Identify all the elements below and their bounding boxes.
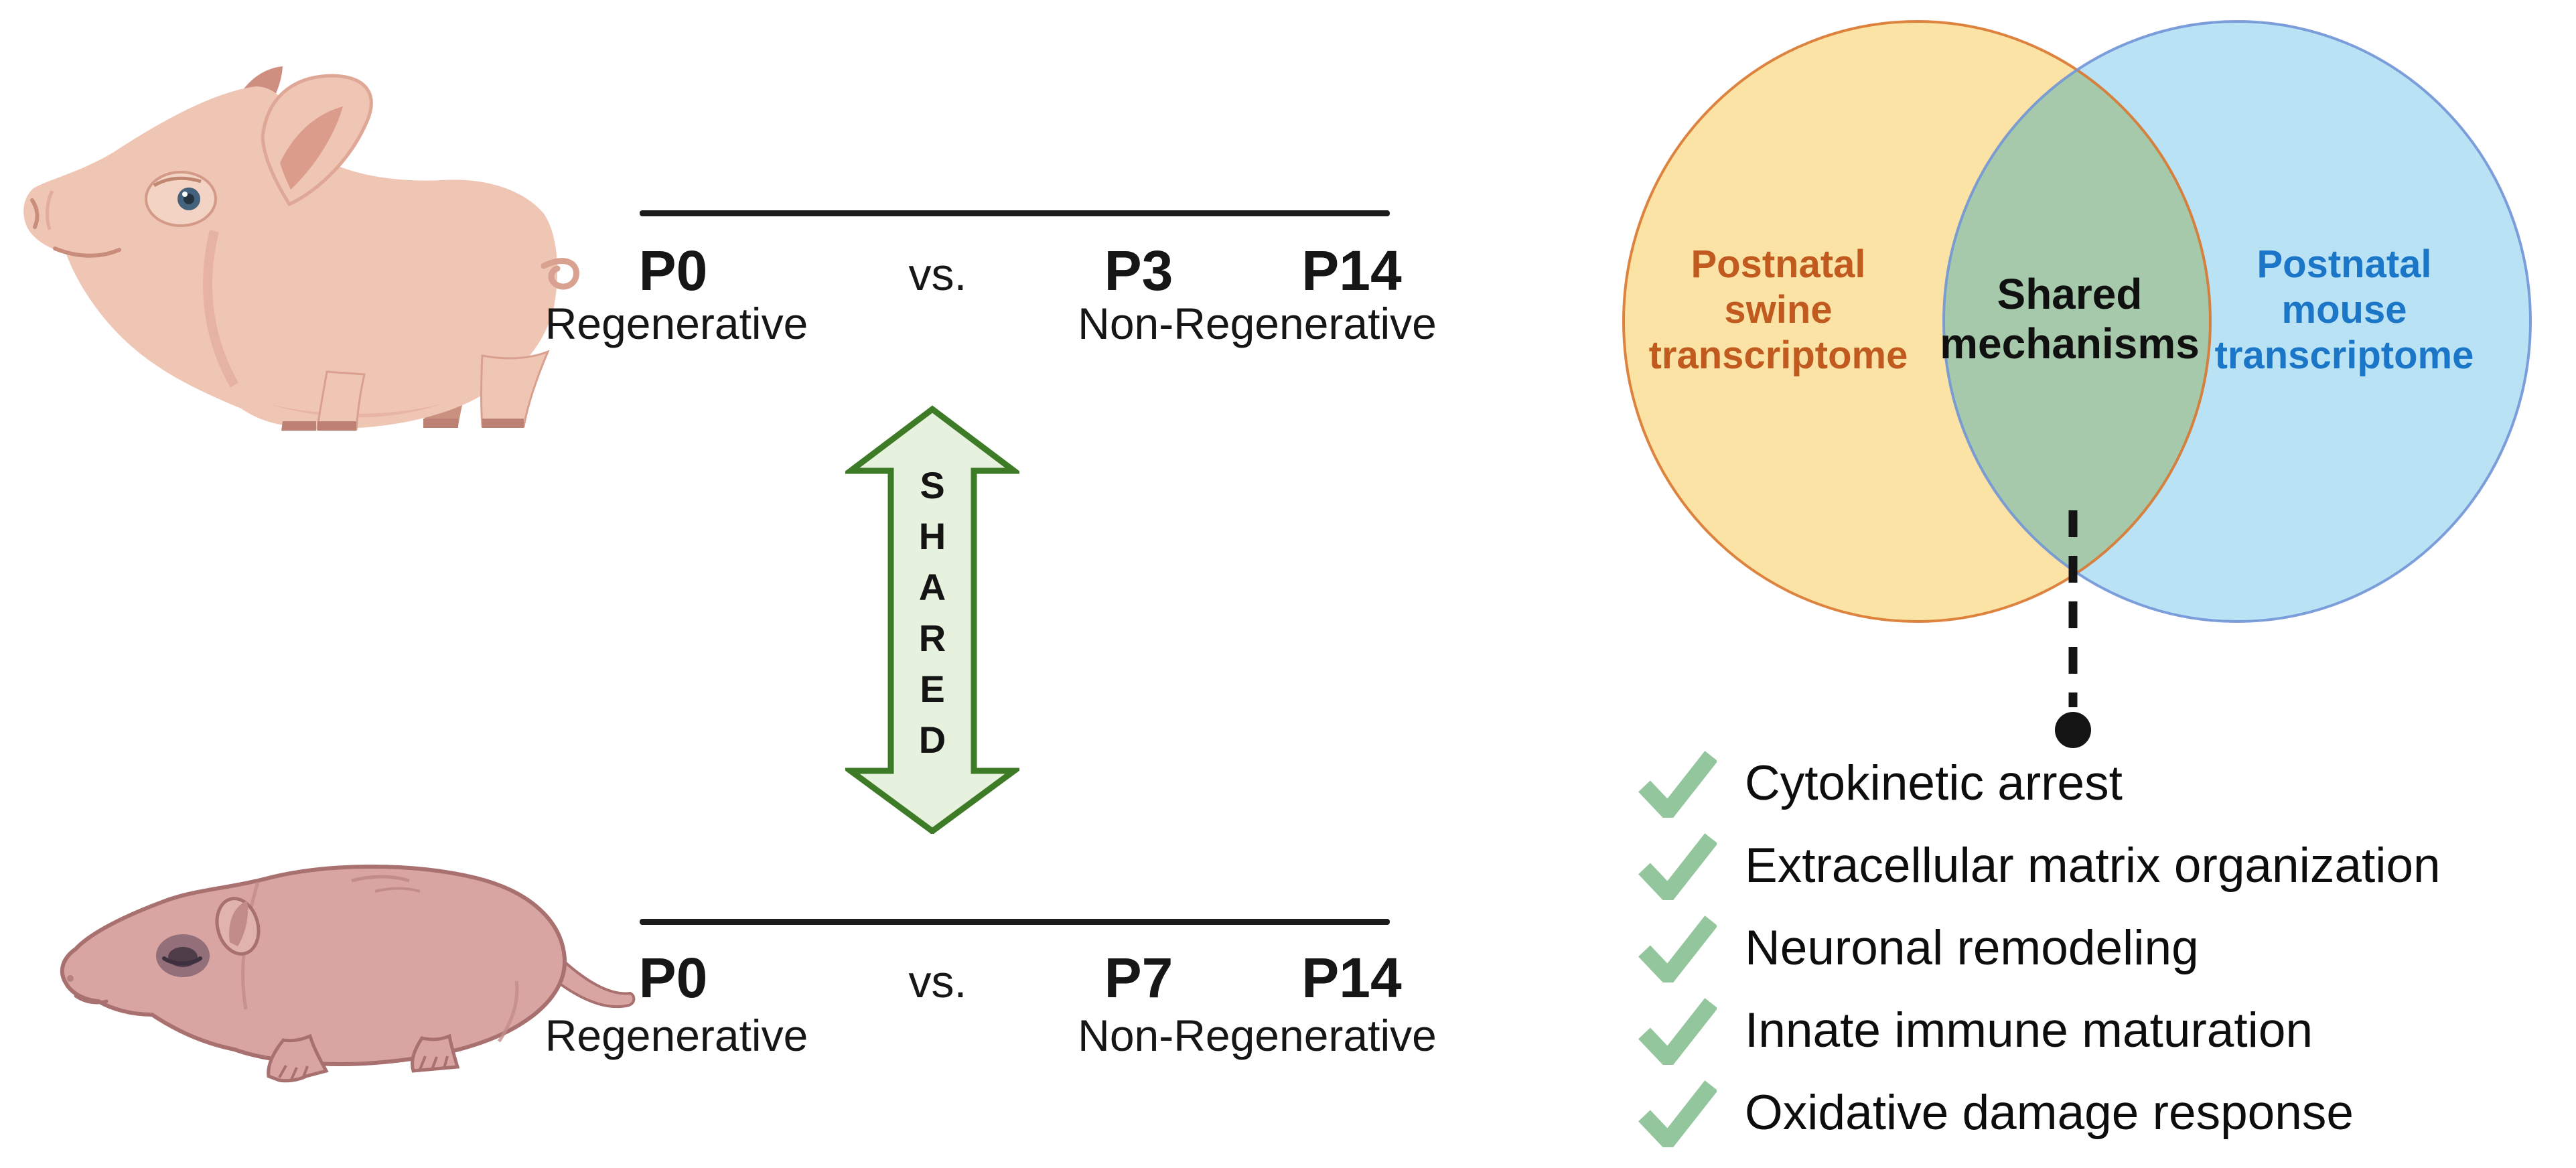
swine-comparison-rule [640,210,1390,216]
venn-swine-label: Postnatal swine transcriptome [1648,242,1908,377]
pig-hoof [281,421,316,431]
pig-eyelid-line [153,176,202,188]
list-item-label: Innate immune maturation [1745,1003,2313,1057]
checkmark-icon [1638,832,1717,900]
list-item-label: Oxidative damage response [1745,1086,2354,1140]
venn-mouse-label: Postnatal mouse transcriptome [2214,242,2474,377]
mouse-comparison-rule [640,919,1390,925]
pig-hoof [317,421,356,431]
shared-arrow-word: S H A R E D [889,467,976,759]
pig-body [23,86,558,429]
list-item: Cytokinetic arrest [1638,742,2575,824]
mouse-mouth-line [74,994,109,1005]
shared-letter: R [918,617,946,659]
checkmark-icon [1638,915,1717,982]
swine-timepoint-p3: P3 [1104,239,1173,302]
mouse-back-fold [351,875,410,883]
swine-non-regenerative-label: Non-Regenerative [1078,299,1437,348]
list-item: Extracellular matrix organization [1638,824,2575,907]
list-item-label: Cytokinetic arrest [1745,756,2123,810]
mouse-timepoint-p7: P7 [1104,946,1173,1009]
mouse-ear-inner [229,901,248,946]
pig-snout-crease [46,190,54,230]
mouse-back-fold [374,887,421,893]
list-item-label: Neuronal remodeling [1745,921,2199,975]
venn-shared-label: Shared mechanisms [1940,270,2200,368]
pig-nostril-line [30,198,40,229]
checkmark-icon [1638,1080,1717,1147]
shared-letter: S [920,464,945,506]
pig-belly-shade [268,404,442,418]
pig-near-front-leg [316,370,366,431]
pig-eye-highlight [182,192,188,197]
shared-double-arrow-icon [845,405,1019,834]
list-item: Neuronal remodeling [1638,907,2575,989]
venn-overlap-region [1944,21,2210,622]
pig-ear-inner [280,106,343,190]
mouse-non-regenerative-label: Non-Regenerative [1078,1011,1437,1060]
checkmark-icon [1638,750,1717,818]
mouse-hind-toes [419,1055,449,1070]
list-item: Oxidative damage response [1638,1072,2575,1154]
pig-mouth-line [53,246,121,258]
swine-timepoint-p14: P14 [1301,239,1402,302]
mouse-timepoint-p14: P14 [1301,946,1402,1009]
mouse-haunch-crease [497,980,519,1043]
piglet-illustration [23,66,579,431]
mouse-closed-eye-line [162,956,202,966]
pig-chest-shade [203,230,239,388]
list-item-label: Extracellular matrix organization [1745,838,2441,893]
swine-timepoint-p0: P0 [638,239,708,302]
mouse-nostril [67,975,74,982]
pig-hoof [423,419,458,428]
shared-letter: E [920,668,945,710]
mouse-body [60,864,567,1066]
venn-connector [2055,510,2091,748]
mouse-vs-label: vs. [908,956,967,1007]
shared-mechanisms-list: Cytokinetic arrest Extracellular matrix … [1638,742,2575,1154]
mouse-pup-illustration [60,864,636,1083]
swine-regenerative-label: Regenerative [545,299,808,348]
mouse-timepoint-p0: P0 [638,946,708,1009]
checkmark-icon [1638,997,1717,1065]
venn-diagram [1622,20,2532,623]
pig-tail [541,258,579,290]
shared-letter: D [918,719,946,761]
list-item: Innate immune maturation [1638,989,2575,1072]
connector-dot [2055,712,2091,748]
shared-letter: H [918,515,946,557]
mouse-regenerative-label: Regenerative [545,1011,808,1060]
mouse-front-toes [278,1065,309,1080]
pig-near-hind-leg [480,350,550,428]
shared-letter: A [918,566,946,608]
pig-hoof [482,419,524,428]
swine-vs-label: vs. [908,249,967,300]
